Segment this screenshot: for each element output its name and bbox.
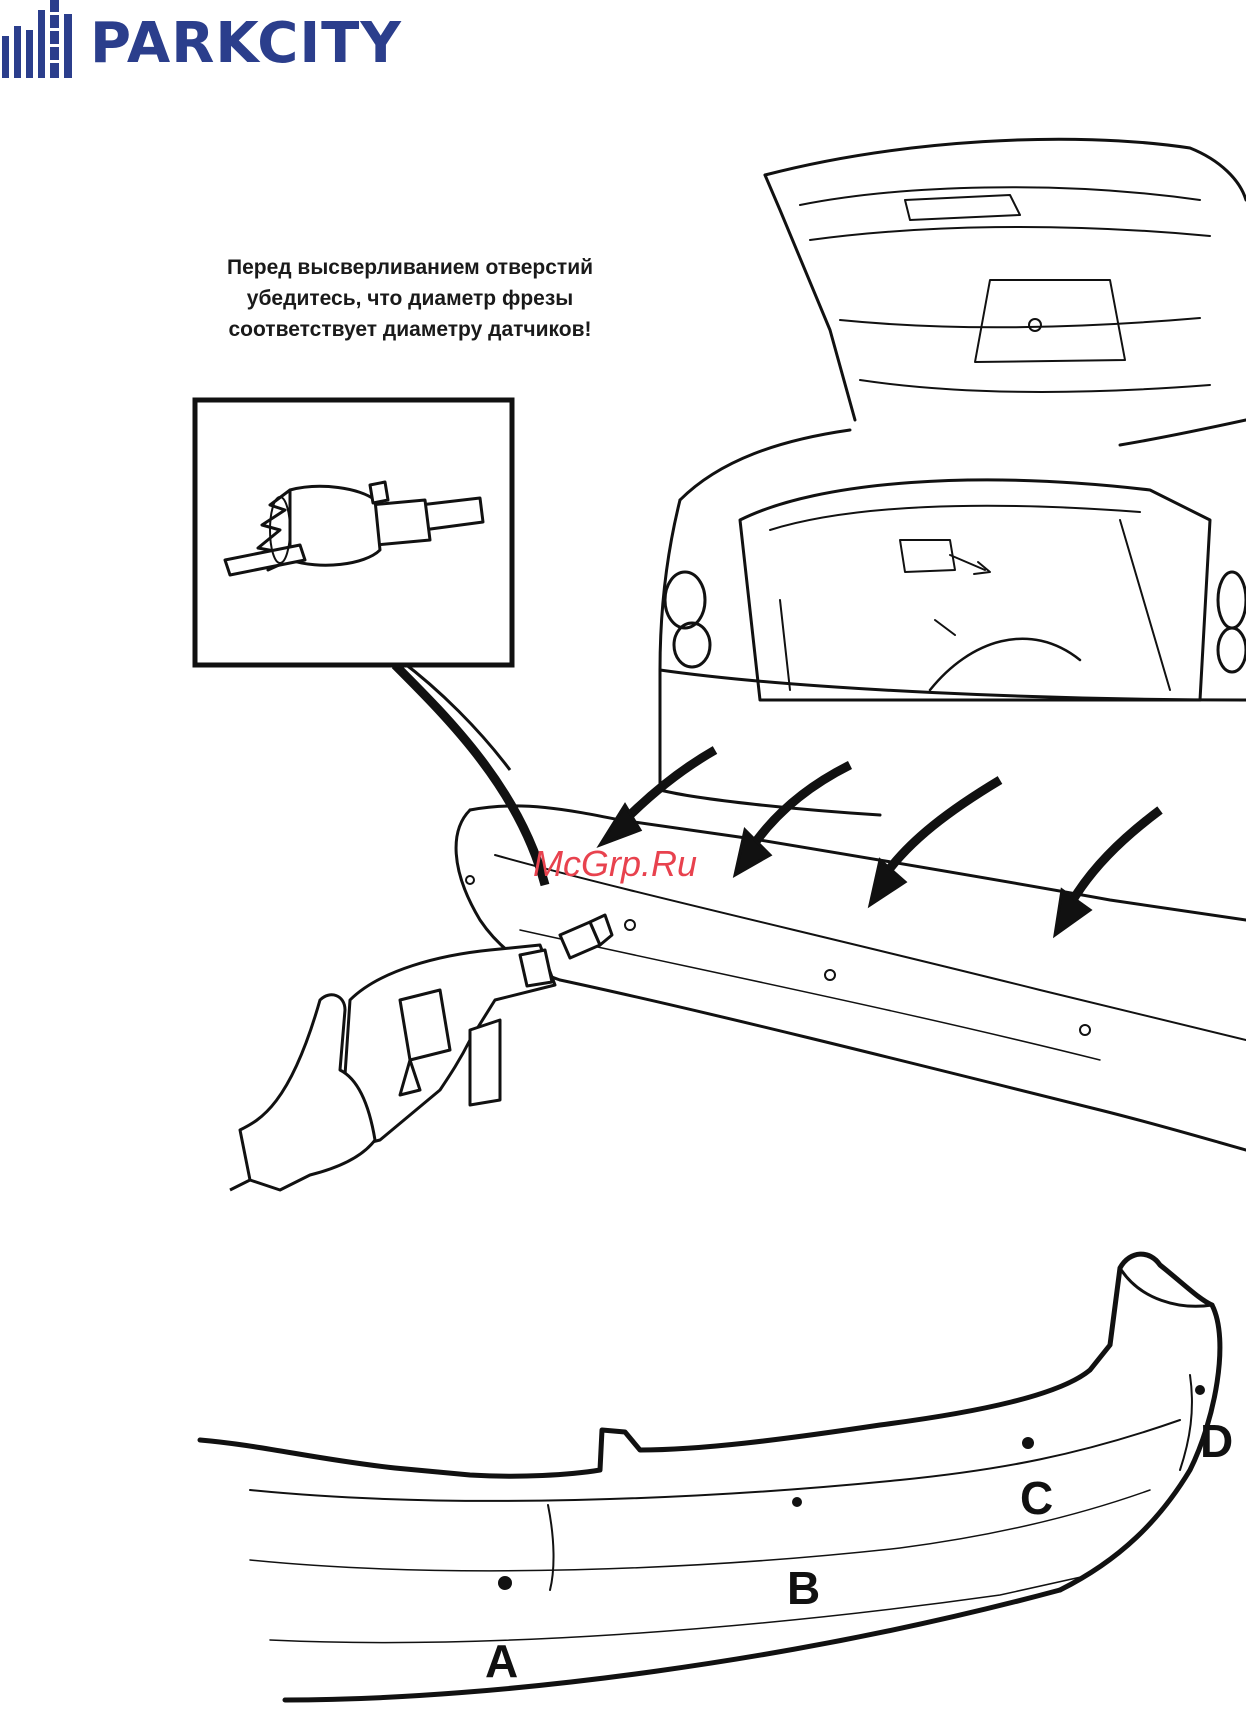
sensor-label-a: A: [485, 1638, 518, 1684]
sensor-label-b: B: [787, 1565, 820, 1611]
sensor-label-c: C: [1020, 1475, 1053, 1521]
sensor-label-d: D: [1200, 1418, 1233, 1464]
